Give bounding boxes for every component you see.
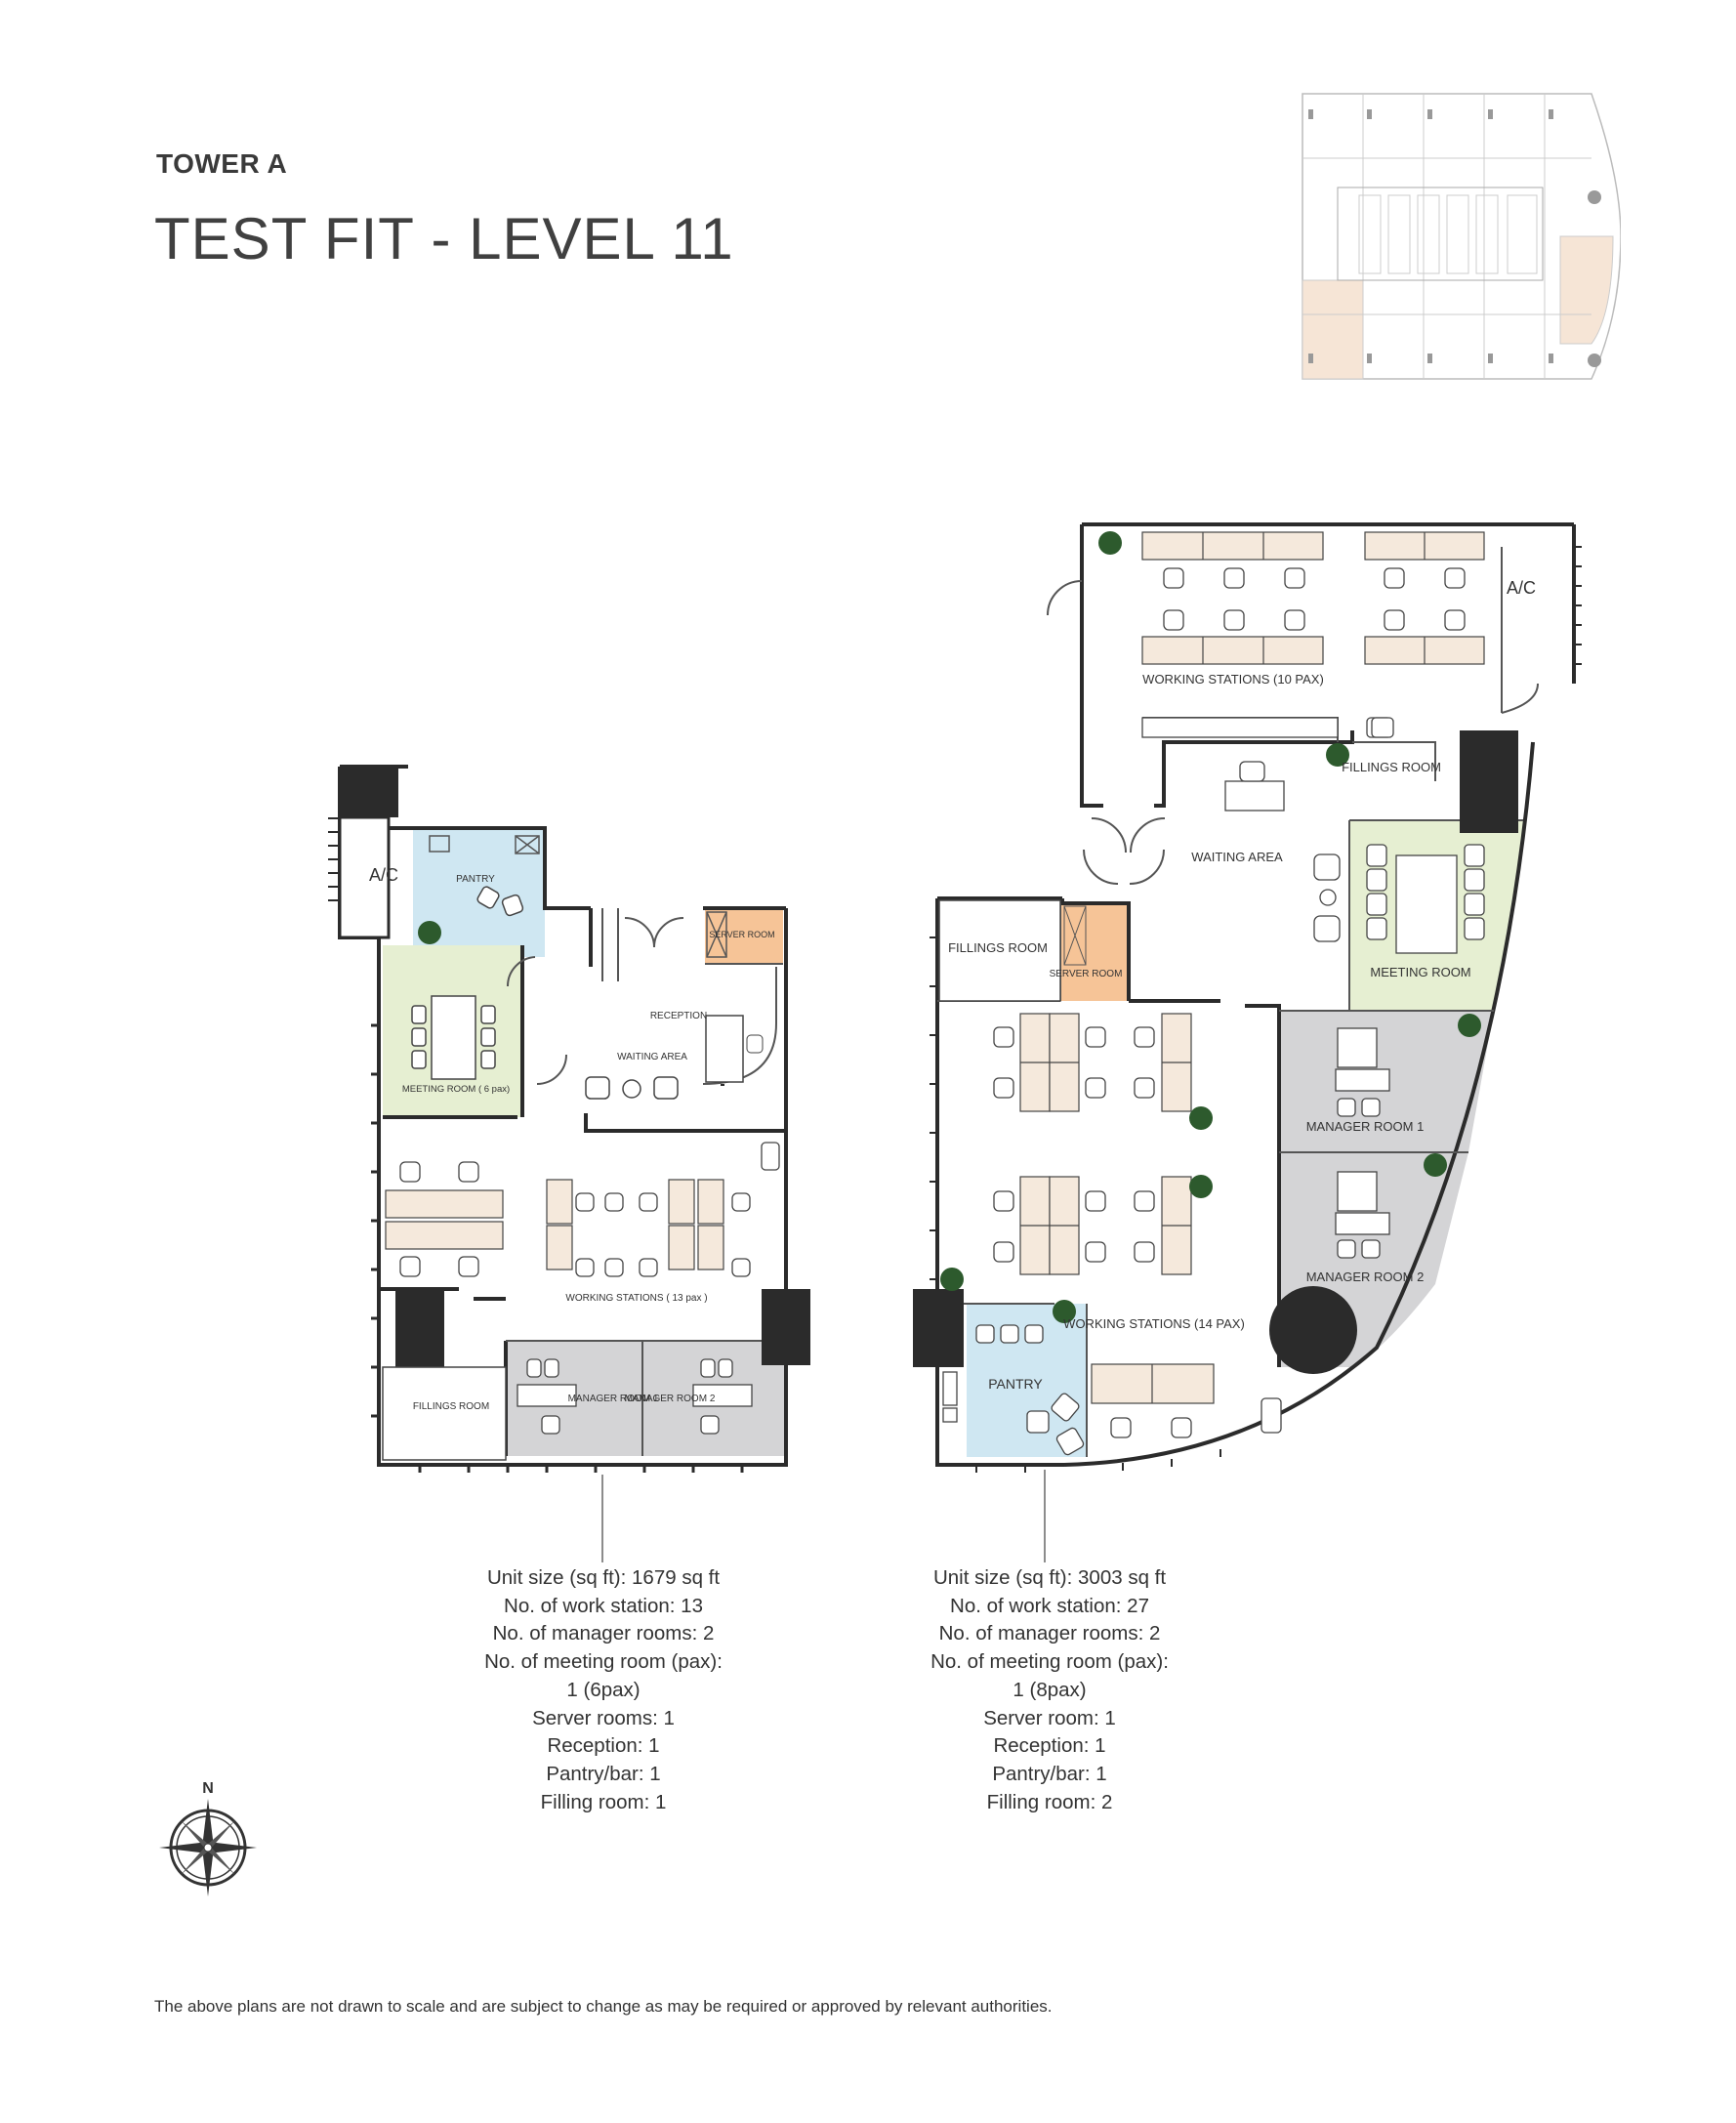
plan-b-manager2-label: MANAGER ROOM 2 [1306, 1270, 1425, 1284]
plan-a-core-block-right [762, 1289, 810, 1365]
plan-b-manager1-label: MANAGER ROOM 1 [1306, 1119, 1425, 1134]
plan-a-meeting-label: MEETING ROOM ( 6 pax) [402, 1084, 510, 1095]
plan-a-plant [418, 921, 441, 944]
plan-b-workstations-top-label: WORKING STATIONS (10 PAX) [1142, 672, 1324, 687]
plan-a-pantry-label: PANTRY [456, 874, 495, 885]
plan-a-spec-line: 1 (6pax) [566, 1678, 641, 1701]
compass-north-label: N [202, 1780, 214, 1797]
plan-a-fillings-label: FILLINGS ROOM [413, 1401, 489, 1412]
plan-b-spec-line: Unit size (sq ft): 3003 sq ft [932, 1566, 1167, 1589]
plan-a-spec-line: Pantry/bar: 1 [546, 1762, 661, 1785]
plan-b-spec-line: No. of meeting room (pax): [930, 1650, 1169, 1674]
plan-a-manager2-label: MANAGER ROOM 2 [625, 1394, 716, 1404]
page-title: TEST FIT - LEVEL 11 [154, 206, 734, 271]
plan-a-reception-label: RECEPTION [650, 1011, 707, 1021]
plan-b-spec-line: 1 (8pax) [1013, 1678, 1087, 1701]
plan-a-spec-line: No. of work station: 13 [504, 1594, 703, 1617]
plan-b-spec-line: Server room: 1 [983, 1706, 1116, 1729]
plan-a-core-block-top [340, 767, 398, 817]
plan-b-server-label: SERVER ROOM [1050, 969, 1123, 979]
plan-a-server-label: SERVER ROOM [709, 930, 774, 939]
plan-b-specs: Unit size (sq ft): 3003 sq ft No. of wor… [864, 1564, 1235, 1816]
plan-b-spec-line: No. of manager rooms: 2 [938, 1622, 1161, 1645]
plan-b-fillings-top-label: FILLINGS ROOM [1342, 760, 1441, 774]
plan-b-fillings-left-label: FILLINGS ROOM [948, 940, 1048, 955]
plan-a-spec-line: Server rooms: 1 [532, 1706, 675, 1729]
plan-a-manager1-label: MANAGER ROOM 1 [568, 1394, 659, 1404]
plan-a-spec-line: Filling room: 1 [540, 1790, 667, 1813]
plan-b-spec-line: Pantry/bar: 1 [992, 1762, 1107, 1785]
plan-b-core-block-left [913, 1289, 964, 1367]
plan-b-spec-line: Filling room: 2 [986, 1790, 1113, 1813]
plan-a-core-block-mid [395, 1289, 444, 1367]
plan-a: A/C PANTRY SERVER ROOM RECEPTION WAITING… [328, 765, 810, 1562]
north-compass-icon: N [159, 1780, 257, 1896]
plan-b-pantry-label: PANTRY [988, 1376, 1043, 1392]
plan-a-ac-label: A/C [369, 865, 398, 885]
plan-b-server-area [1060, 903, 1129, 1001]
plan-a-spec-line: Unit size (sq ft): 1679 sq ft [486, 1566, 721, 1589]
plan-b-meeting-label: MEETING ROOM [1370, 965, 1470, 979]
plan-b-waiting-label: WAITING AREA [1191, 850, 1283, 864]
disclaimer-text: The above plans are not drawn to scale a… [154, 1997, 1053, 2016]
plan-b-column [1269, 1286, 1357, 1374]
plan-b-core-block-top [1460, 730, 1518, 833]
plan-a-waiting-label: WAITING AREA [617, 1052, 687, 1062]
plan-b-workstations-bottom-label: WORKING STATIONS (14 PAX) [1063, 1316, 1245, 1331]
floor-plans: A/C PANTRY SERVER ROOM RECEPTION WAITING… [328, 522, 1582, 1562]
plan-a-workstations-label: WORKING STATIONS ( 13 pax ) [565, 1293, 707, 1304]
plan-b-spec-line: No. of work station: 27 [950, 1594, 1149, 1617]
key-plan-thumbnail [1299, 90, 1621, 383]
plan-a-spec-line: No. of manager rooms: 2 [492, 1622, 715, 1645]
plan-b-plants [940, 531, 1481, 1323]
plan-a-spec-line: Reception: 1 [547, 1734, 660, 1758]
plan-a-specs: Unit size (sq ft): 1679 sq ft No. of wor… [418, 1564, 789, 1816]
plan-b-spec-line: Reception: 1 [993, 1734, 1106, 1758]
plan-b-pantry-area [967, 1304, 1087, 1457]
plan-b: A/C WORKING STATIONS (10 PAX) FILLINGS R… [913, 522, 1582, 1562]
plan-a-spec-line: No. of meeting room (pax): [484, 1650, 723, 1674]
plan-b-ac-label: A/C [1507, 578, 1536, 598]
tower-label: TOWER A [156, 148, 288, 179]
